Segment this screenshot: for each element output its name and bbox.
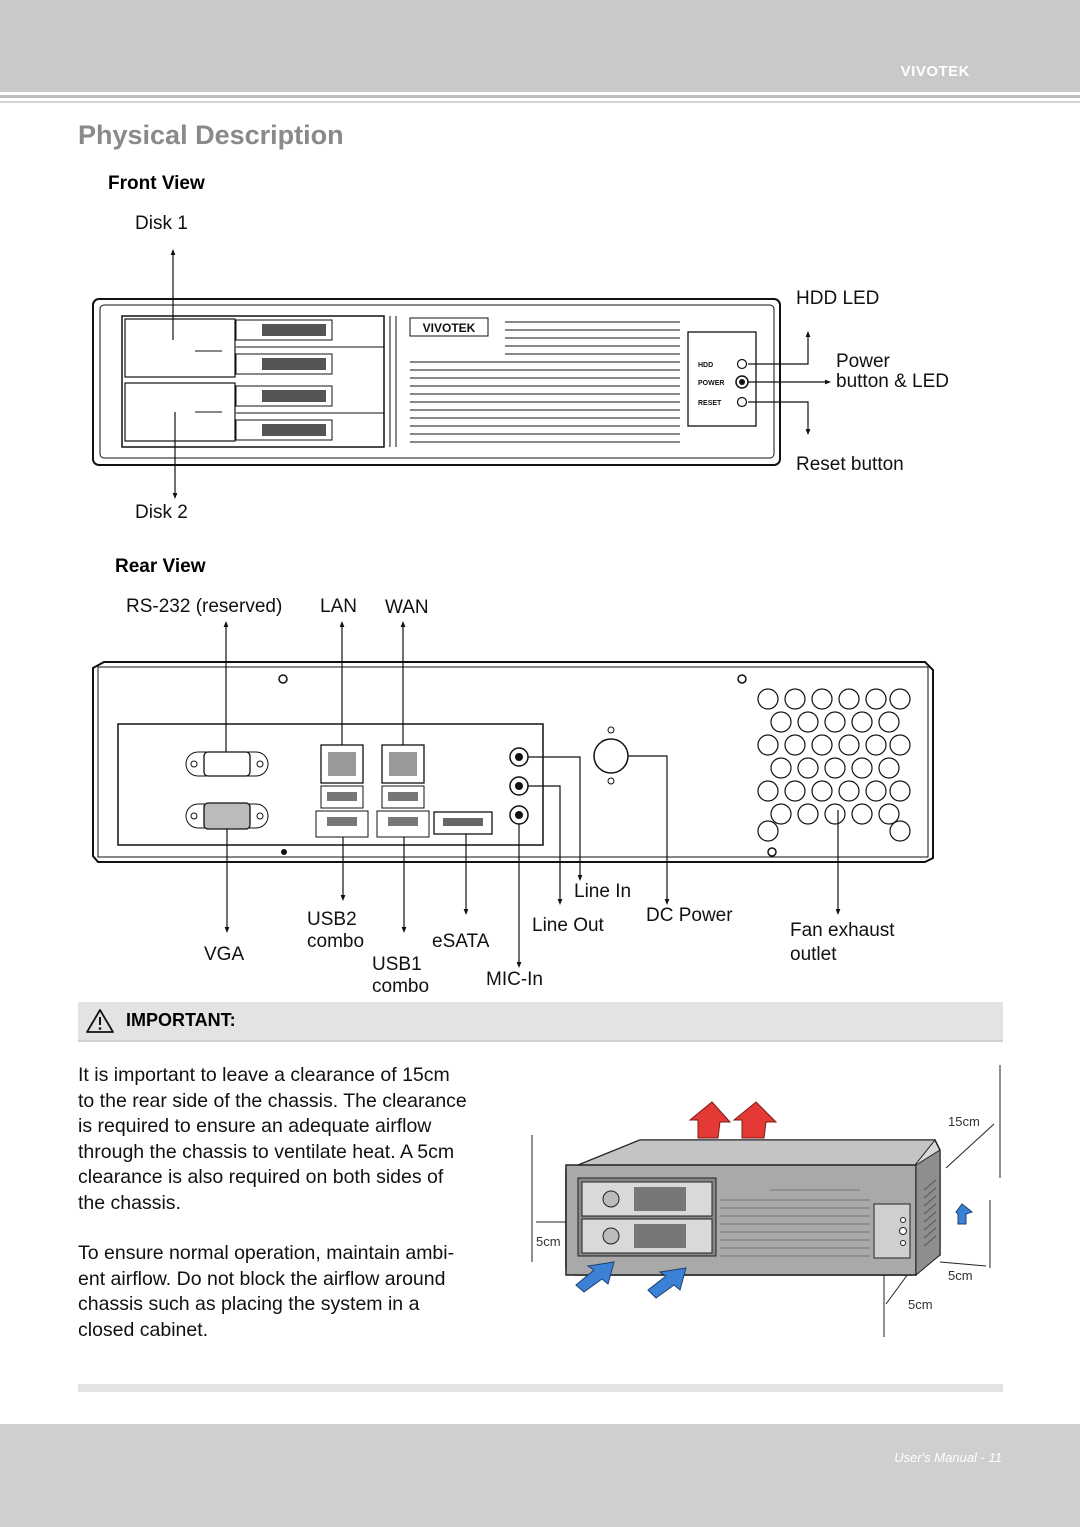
usb2-label-line2: combo xyxy=(307,931,365,952)
fan-exhaust-label-line2: outlet xyxy=(790,944,837,965)
lan-label: LAN xyxy=(320,596,357,617)
power-label-line1: Power xyxy=(836,351,890,372)
header-bar xyxy=(0,0,1080,92)
disk1-label: Disk 1 xyxy=(135,213,188,234)
front-view-heading: Front View xyxy=(108,173,205,194)
side-clearance-label: 5cm xyxy=(948,1268,973,1283)
bottom-rule xyxy=(78,1384,1003,1392)
usb1-label-line1: USB1 xyxy=(372,954,422,975)
paragraph-line: To ensure normal operation, maintain amb… xyxy=(78,1242,455,1264)
footer-bar xyxy=(0,1424,1080,1527)
fan-exhaust-label-line1: Fan exhaust xyxy=(790,920,895,941)
paragraph-line: the chassis. xyxy=(78,1191,181,1214)
power-label-line2: button & LED xyxy=(836,371,950,392)
panel-power-text: POWER xyxy=(698,380,724,387)
warning-triangle-icon xyxy=(86,1009,114,1033)
reset-button-icon xyxy=(736,396,748,408)
page-title: Physical Description xyxy=(78,120,344,150)
important-label: IMPORTANT: xyxy=(126,1010,236,1030)
rear-clearance-label: 15cm xyxy=(948,1114,980,1129)
bottom-clearance-label: 5cm xyxy=(908,1297,933,1312)
panel-reset-text: RESET xyxy=(698,400,722,407)
line-out-label: Line Out xyxy=(532,915,604,936)
paragraph-line: chassis such as placing the system in a xyxy=(78,1293,420,1315)
hdd-led-icon xyxy=(736,358,748,370)
airflow-paragraph: To ensure normal operation, maintain amb… xyxy=(78,1241,518,1343)
header-rule xyxy=(0,95,1080,98)
vga-label: VGA xyxy=(204,944,245,965)
hdd-led-label: HDD LED xyxy=(796,288,880,309)
left-clearance-label: 5cm xyxy=(536,1234,561,1249)
paragraph-line: is required to ensure an adequate airflo… xyxy=(78,1115,432,1137)
rs232-label: RS-232 (reserved) xyxy=(126,596,283,617)
dc-power-label: DC Power xyxy=(646,905,733,926)
clearance-paragraph: It is important to leave a clearance of … xyxy=(78,1063,518,1216)
exhaust-arrow-icon xyxy=(732,1101,778,1139)
page-number: User's Manual - 11 xyxy=(894,1450,1002,1465)
intake-arrow-icon xyxy=(955,1203,974,1225)
usb1-label-line2: combo xyxy=(372,976,430,997)
panel-hdd-text: HDD xyxy=(698,362,713,369)
exhaust-arrow-icon xyxy=(688,1101,732,1139)
mic-in-label: MIC-In xyxy=(486,969,543,990)
brand-name: VIVOTEK xyxy=(900,63,970,80)
line-in-label: Line In xyxy=(574,881,632,902)
paragraph-line: clearance is also required on both sides… xyxy=(78,1166,444,1188)
esata-label: eSATA xyxy=(432,931,490,952)
wan-label: WAN xyxy=(385,597,429,618)
intake-arrow-icon xyxy=(575,1261,615,1293)
reset-label: Reset button xyxy=(796,454,904,475)
paragraph-line: through the chassis to ventilate heat. A… xyxy=(78,1140,455,1163)
paragraph-line: It is important to leave a clearance of … xyxy=(78,1064,450,1086)
intake-arrow-icon xyxy=(647,1267,687,1299)
important-banner xyxy=(78,1002,1003,1042)
header-rule-thin xyxy=(0,101,1080,103)
disk2-label: Disk 2 xyxy=(135,502,188,523)
paragraph-line: to the rear side of the chassis. The cle… xyxy=(78,1089,467,1112)
front-logo-text: VIVOTEK xyxy=(423,321,476,335)
paragraph-line: ent airflow. Do not block the airflow ar… xyxy=(78,1267,446,1290)
rear-view-heading: Rear View xyxy=(115,556,206,577)
usb2-label-line1: USB2 xyxy=(307,909,357,930)
paragraph-line: closed cabinet. xyxy=(78,1318,209,1341)
